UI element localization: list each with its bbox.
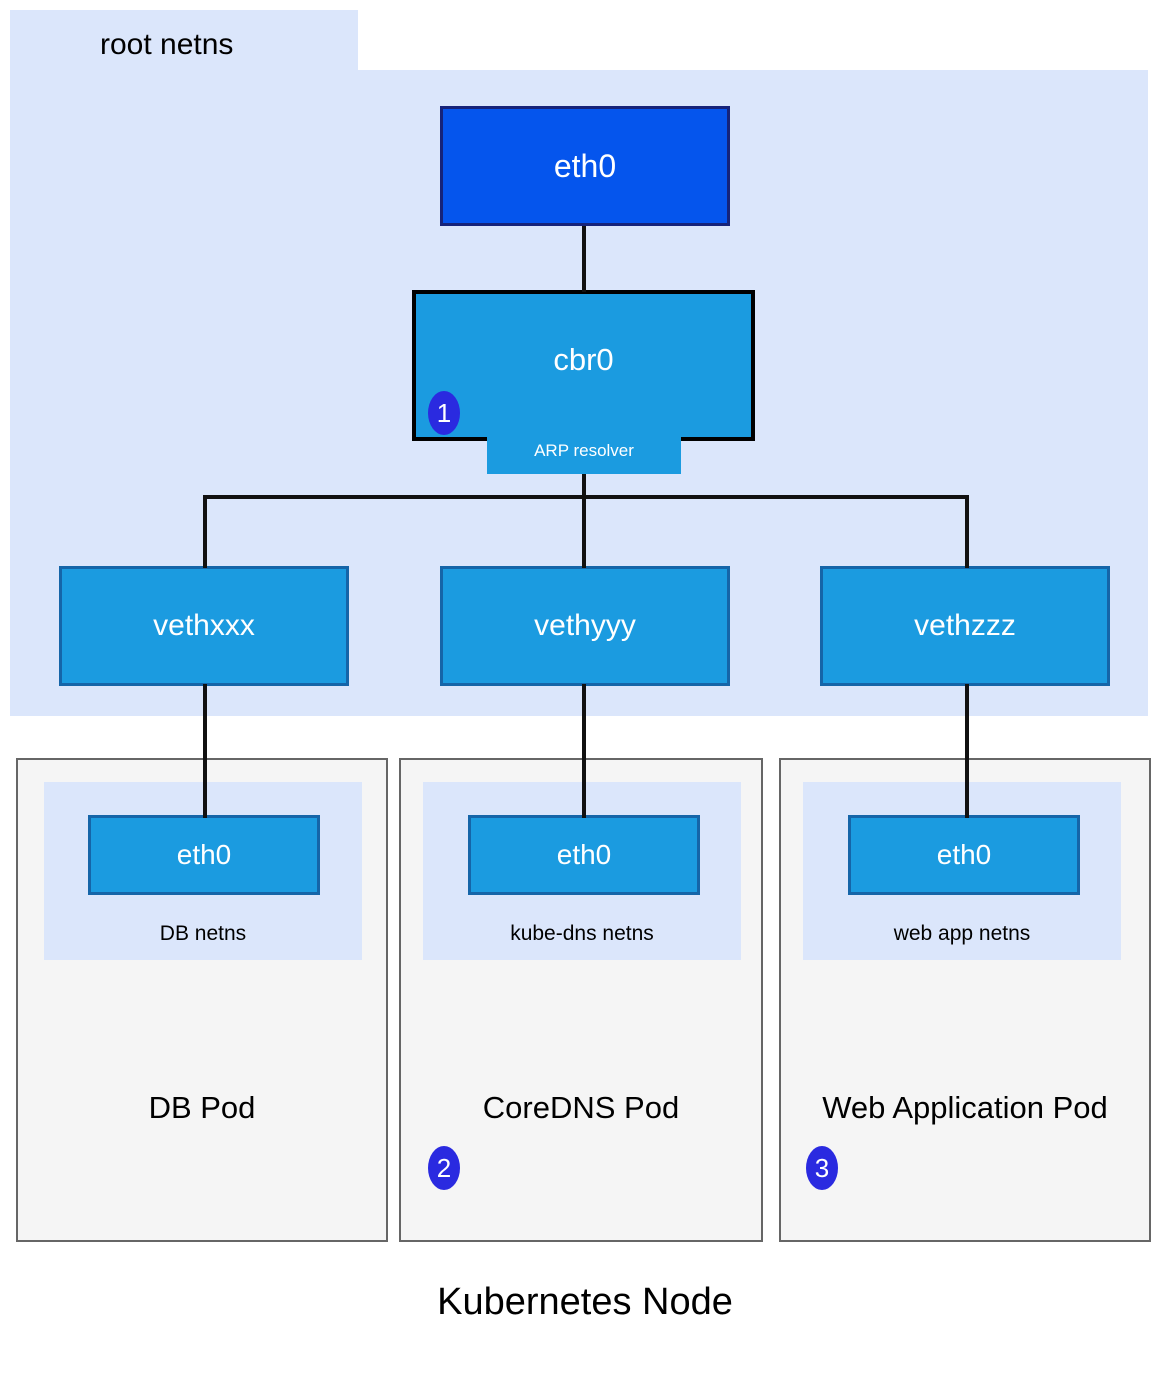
kubernetes-node-caption: Kubernetes Node <box>437 1281 733 1323</box>
db-netns-label: DB netns <box>159 922 247 945</box>
step-badge-1: 1 <box>428 391 460 435</box>
connector-bus-to-vethxxx <box>203 495 207 568</box>
coredns-pod-eth0-box: eth0 <box>468 815 700 895</box>
connector-bus-to-vethyyy <box>582 495 586 568</box>
web-app-pod-title: Web Application Pod <box>822 1090 1108 1125</box>
web-app-pod-eth0-box: eth0 <box>848 815 1080 895</box>
host-eth0-box: eth0 <box>440 106 730 226</box>
db-pod-title: DB Pod <box>148 1090 256 1125</box>
connector-eth0-to-cbr0 <box>582 226 586 292</box>
connector-vethzzz-to-web-eth0 <box>965 684 969 818</box>
connector-veth-bus <box>203 495 969 499</box>
vethxxx-box: vethxxx <box>59 566 349 686</box>
vethzzz-box: vethzzz <box>820 566 1110 686</box>
connector-bus-to-vethzzz <box>965 495 969 568</box>
coredns-pod-title: CoreDNS Pod <box>482 1090 680 1125</box>
step-badge-2: 2 <box>428 1146 460 1190</box>
step-badge-3: 3 <box>806 1146 838 1190</box>
connector-vethyyy-to-dns-eth0 <box>582 684 586 818</box>
db-pod-eth0-box: eth0 <box>88 815 320 895</box>
arp-resolver-box: ARP resolver <box>487 428 681 474</box>
connector-arp-to-bus <box>582 474 586 499</box>
connector-vethxxx-to-db-eth0 <box>203 684 207 818</box>
cbr0-bridge-box: cbr0 <box>412 290 755 441</box>
kube-dns-netns-label: kube-dns netns <box>510 922 654 945</box>
root-netns-label: root netns <box>100 28 234 61</box>
vethyyy-box: vethyyy <box>440 566 730 686</box>
web-app-netns-label: web app netns <box>893 922 1031 945</box>
root-netns-region-upper <box>10 10 358 72</box>
